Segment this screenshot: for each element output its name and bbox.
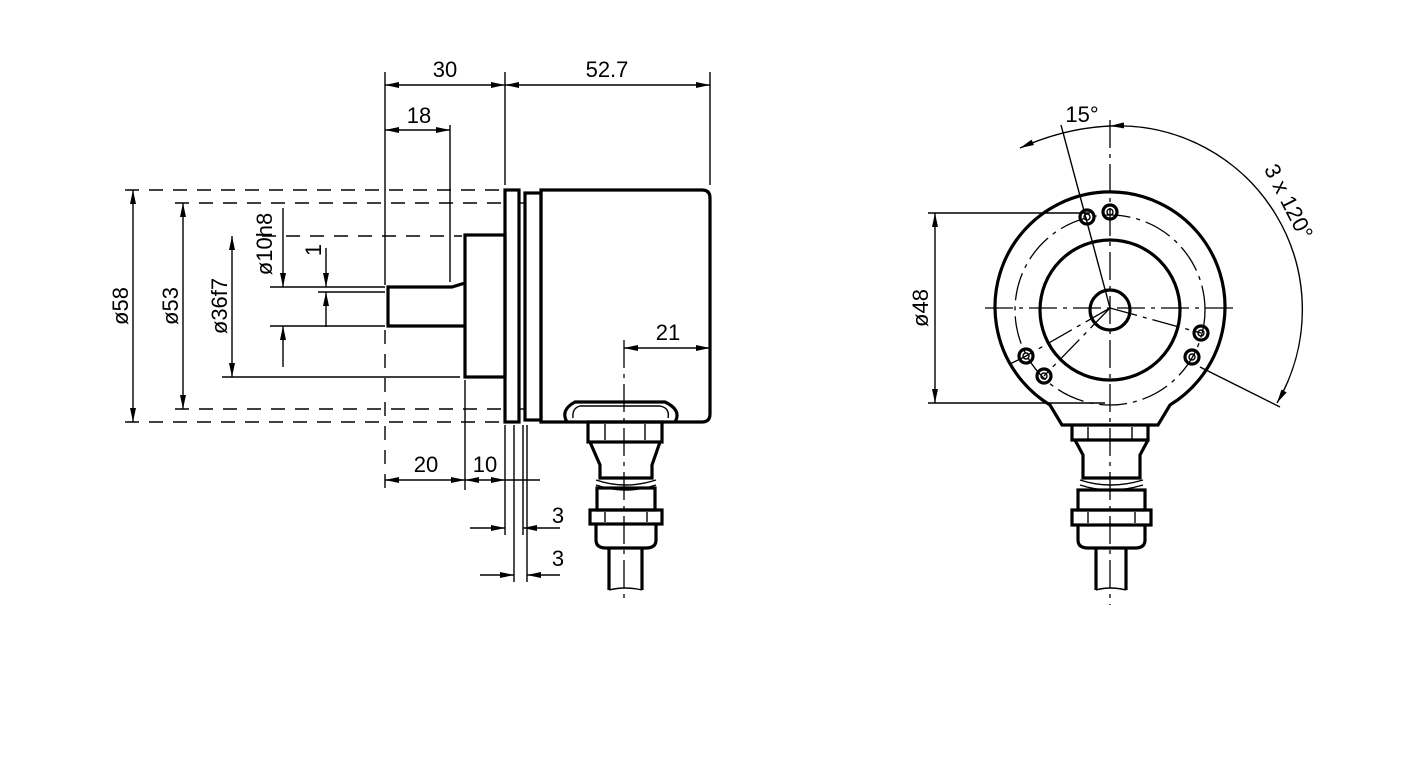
front-view: 15° 3 x 120° ø48 bbox=[908, 102, 1318, 605]
flange-front bbox=[503, 188, 521, 424]
dim-10: 10 bbox=[473, 452, 497, 477]
cable-connector bbox=[563, 400, 679, 591]
shaft bbox=[386, 281, 466, 328]
dim-flat-1: 1 bbox=[301, 244, 326, 256]
dim-20: 20 bbox=[414, 452, 438, 477]
dim-angle-15: 15° bbox=[1065, 102, 1098, 127]
spigot bbox=[463, 233, 507, 379]
housing-body bbox=[539, 188, 712, 424]
cable-connector-front bbox=[1070, 425, 1153, 591]
side-view: 30 52.7 18 ø58 ø53 ø36f7 ø10h8 1 21 20 1… bbox=[108, 57, 712, 598]
dim-18: 18 bbox=[407, 103, 431, 128]
dim-52-7: 52.7 bbox=[586, 57, 629, 82]
dim-diameter-48: ø48 bbox=[908, 289, 933, 327]
dim-30: 30 bbox=[433, 57, 457, 82]
dim-3-second: 3 bbox=[552, 546, 564, 571]
dim-diameter-53: ø53 bbox=[158, 287, 183, 325]
flange-rear bbox=[523, 191, 543, 422]
dim-diameter-10h8: ø10h8 bbox=[252, 213, 277, 275]
dim-diameter-36f7: ø36f7 bbox=[207, 278, 232, 334]
dim-3-first: 3 bbox=[552, 503, 564, 528]
dim-diameter-58: ø58 bbox=[108, 287, 133, 325]
dim-21: 21 bbox=[656, 320, 680, 345]
